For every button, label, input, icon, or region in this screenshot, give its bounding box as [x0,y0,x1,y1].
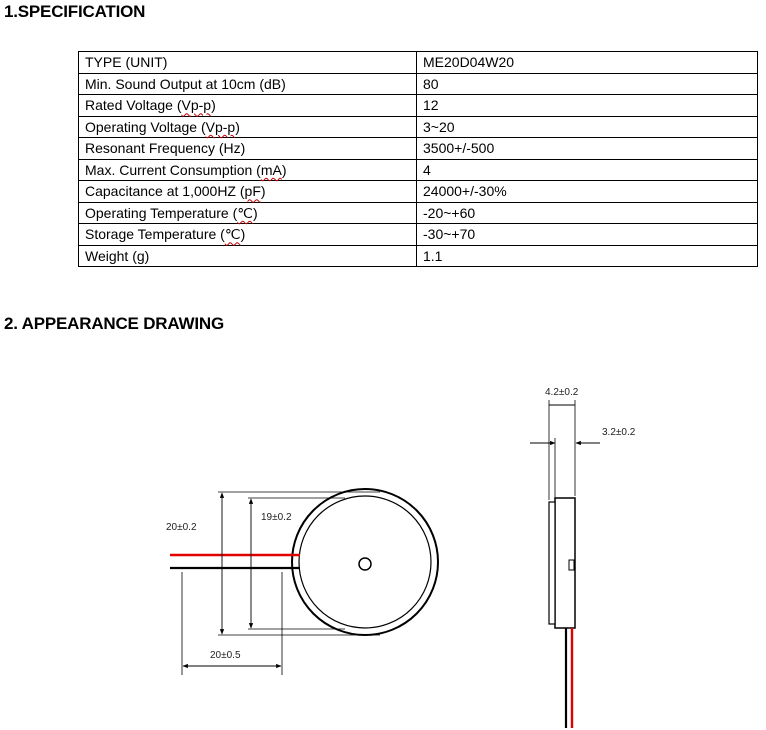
spec-name-cell: Weight (g) [78,244,417,267]
spec-value-cell: 3~20 [416,115,758,138]
dim-body-thickness-label: 3.2±0.2 [602,427,636,438]
spec-value-cell: 12 [416,94,758,117]
spec-name-cell: Operating Voltage (Vp-p) [78,115,417,138]
dim-inner-height-label: 19±0.2 [261,512,292,523]
buzzer-inner-ring [298,495,432,629]
specification-heading: 1.SPECIFICATION [4,2,146,21]
side-view: 4.2±0.2 3.2±0.2 [530,387,636,728]
table-row: Min. Sound Output at 10cm (dB) 80 [78,72,758,95]
spec-name-cell: Storage Temperature (℃) [78,223,417,246]
spec-value-cell: 24000+/-30% [416,180,758,203]
terminal-notch [568,559,575,571]
table-row: Rated Voltage (Vp-p) 12 [78,94,758,117]
table-row: Max. Current Consumption (mA) 4 [78,158,758,181]
table-row: Weight (g) 1.1 [78,244,758,267]
spec-value-cell: 3500+/-500 [416,137,758,160]
spec-name-cell: Operating Temperature (℃) [78,201,417,224]
table-row: Storage Temperature (℃) -30~+70 [78,223,758,246]
spec-value-cell: 80 [416,72,758,95]
spec-value-cell: ME20D04W20 [416,51,758,74]
spec-name-cell: Resonant Frequency (Hz) [78,137,417,160]
dim-total-thickness-label: 4.2±0.2 [545,387,579,398]
sound-hole [358,557,372,571]
appearance-drawing: 20±0.2 19±0.2 20±0.5 4.2±0.2 3.2±0.2 [166,387,636,728]
appearance-drawing-heading: 2. APPEARANCE DRAWING [4,314,224,333]
spec-name-cell: Min. Sound Output at 10cm (dB) [78,72,417,95]
spec-name-cell: Max. Current Consumption (mA) [78,158,417,181]
table-row: Capacitance at 1,000HZ (pF) 24000+/-30% [78,180,758,203]
spec-value-cell: 1.1 [416,244,758,267]
table-row: Operating Voltage (Vp-p) 3~20 [78,115,758,138]
table-row: Resonant Frequency (Hz) 3500+/-500 [78,137,758,160]
front-view: 20±0.2 19±0.2 20±0.5 [166,488,439,675]
buzzer-side-flange [548,501,556,625]
dim-lead-length-label: 20±0.5 [210,650,241,661]
spec-name-cell: Rated Voltage (Vp-p) [78,94,417,117]
dim-outer-height-label: 20±0.2 [166,522,197,533]
spec-name-cell: Capacitance at 1,000HZ (pF) [78,180,417,203]
table-row: TYPE (UNIT) ME20D04W20 [78,51,758,74]
table-row: Operating Temperature (℃) -20~+60 [78,201,758,224]
spec-value-cell: -20~+60 [416,201,758,224]
spec-name-cell: TYPE (UNIT) [78,51,417,74]
spec-value-cell: 4 [416,158,758,181]
specification-table: TYPE (UNIT) ME20D04W20 Min. Sound Output… [78,51,758,267]
spec-value-cell: -30~+70 [416,223,758,246]
